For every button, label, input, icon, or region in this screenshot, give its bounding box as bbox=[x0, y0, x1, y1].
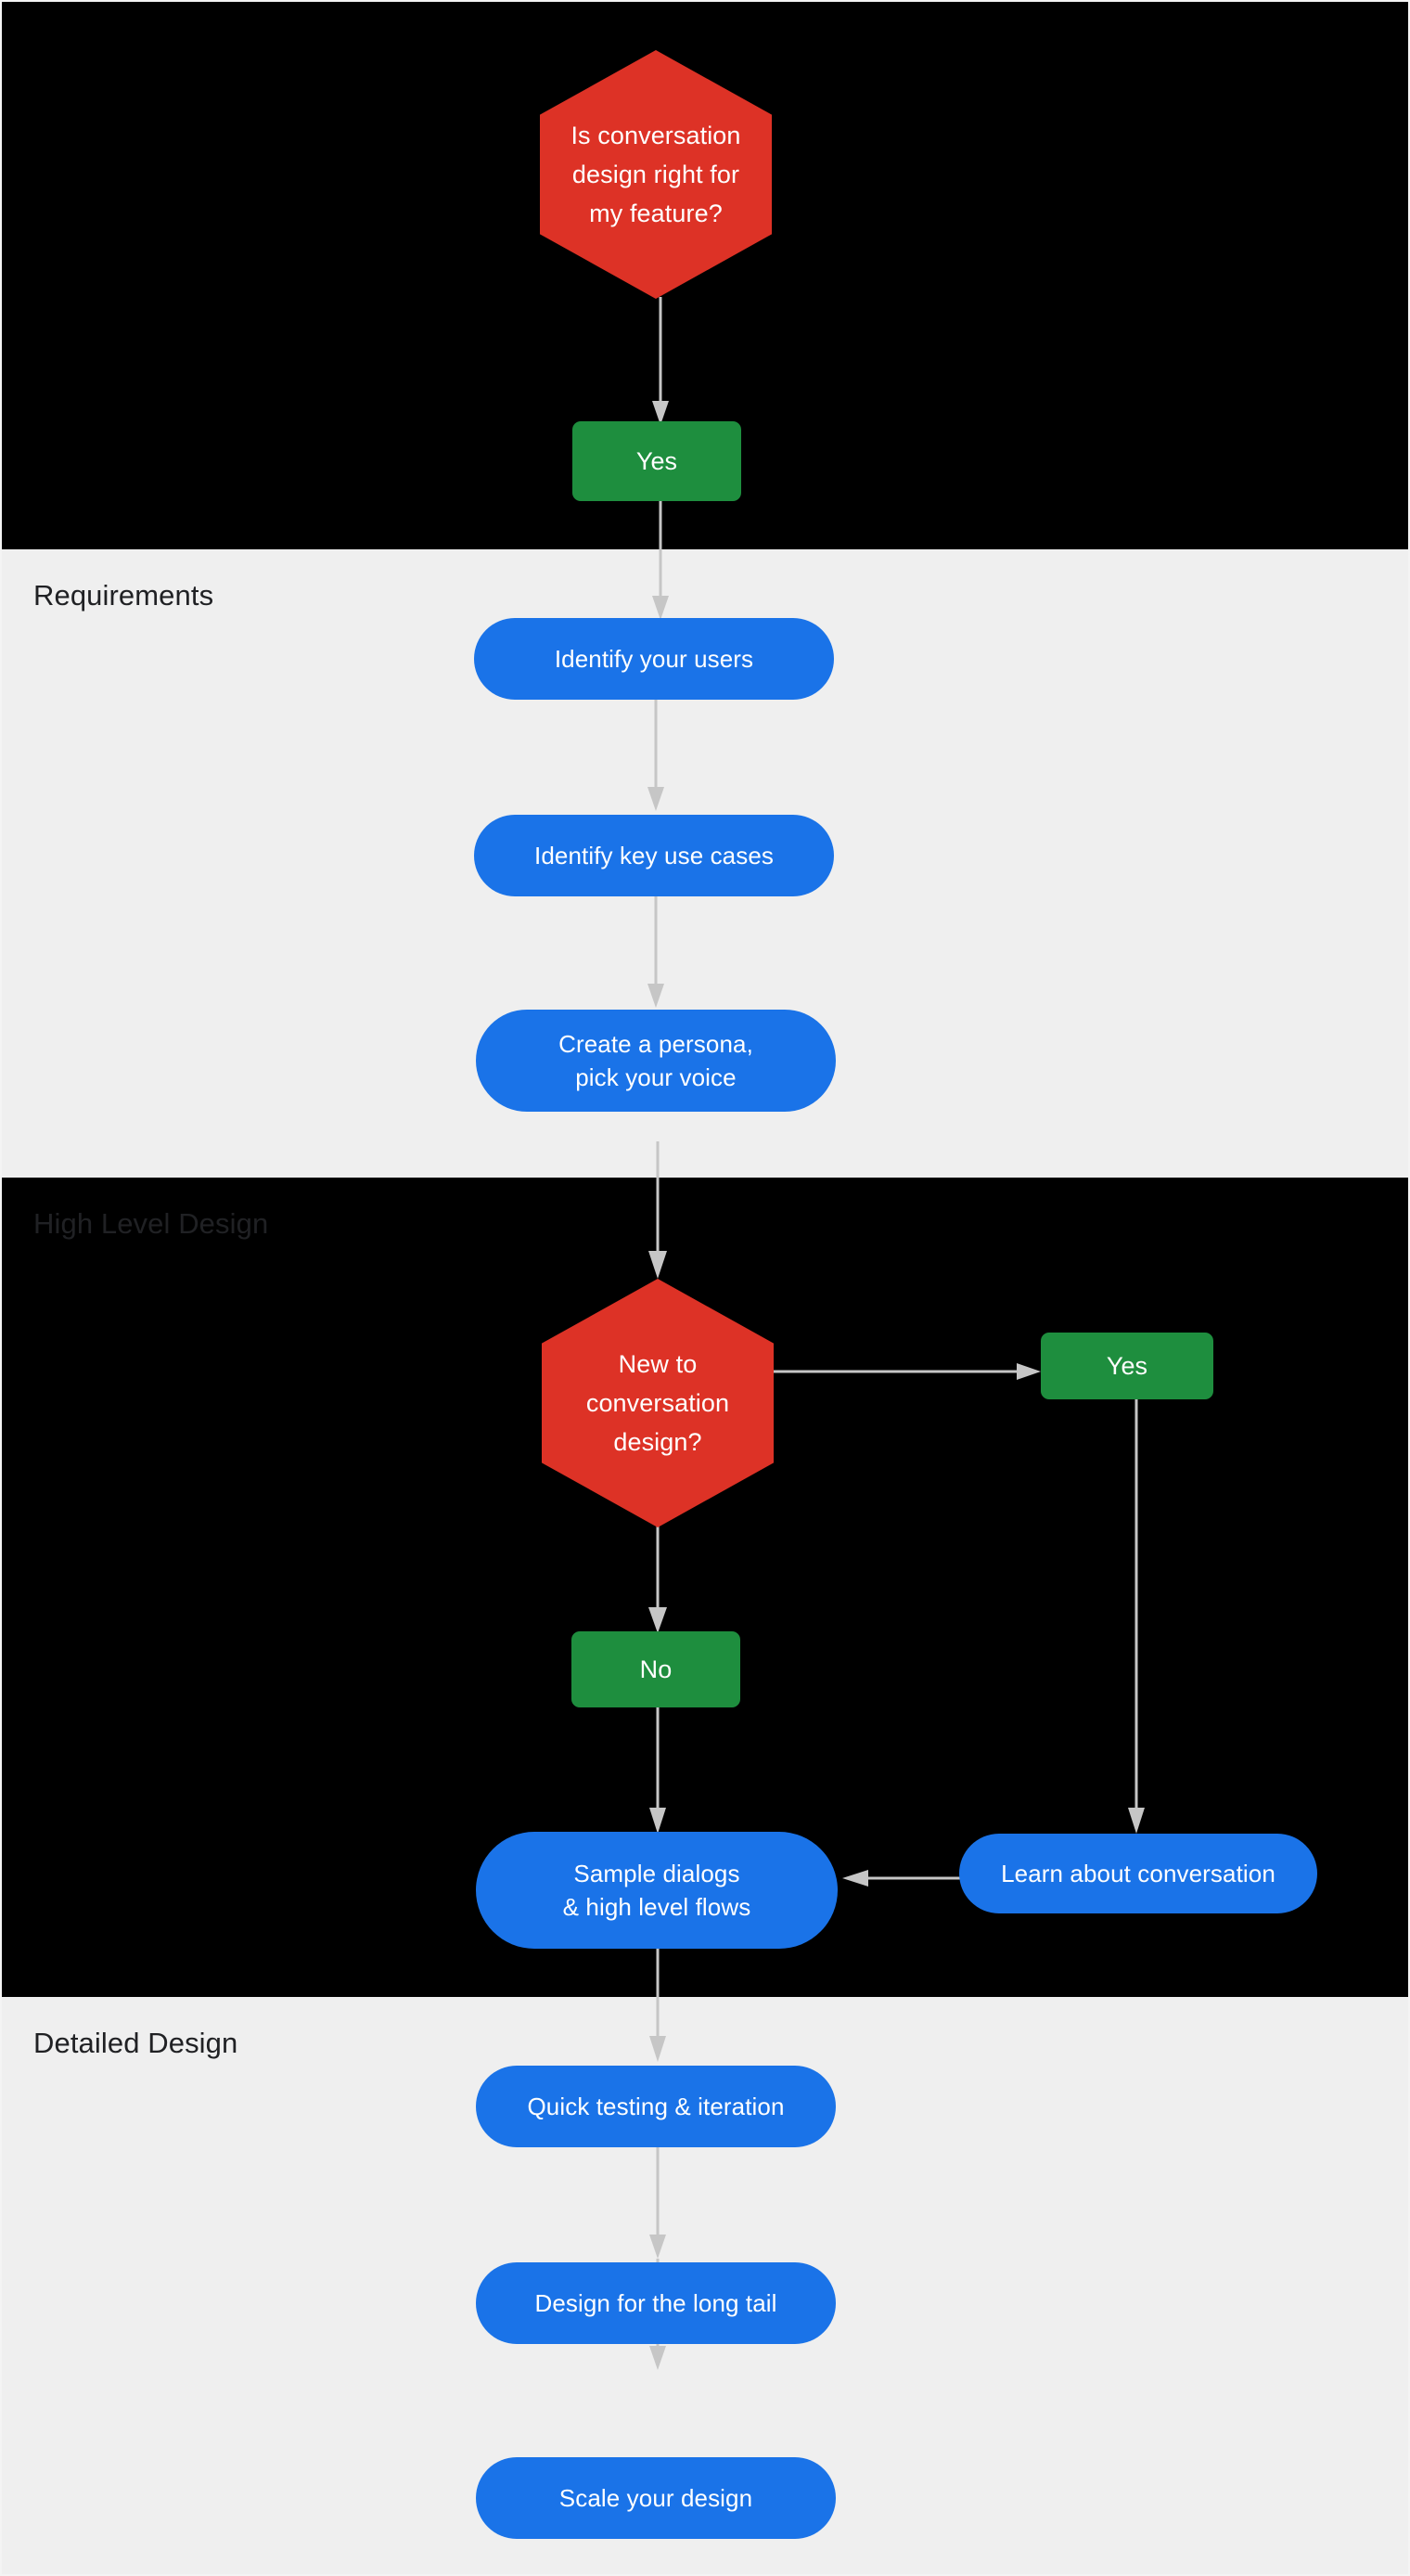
step-label: Design for the long tail bbox=[534, 2289, 777, 2317]
answer-yes-feature[interactable]: Yes bbox=[572, 421, 741, 501]
decision-label: New to conversation design? bbox=[585, 1350, 730, 1456]
answer-label: Yes bbox=[635, 447, 678, 475]
answer-yes-new-to-cd[interactable]: Yes bbox=[1041, 1333, 1213, 1399]
answer-label: No bbox=[639, 1655, 673, 1683]
step-design-for-the-long-tail[interactable]: Design for the long tail bbox=[476, 2262, 836, 2344]
step-label: Quick testing & iteration bbox=[527, 2093, 785, 2120]
step-label: Scale your design bbox=[558, 2484, 753, 2512]
answer-no-new-to-cd[interactable]: No bbox=[571, 1631, 740, 1707]
section-label-high-level-design: High Level Design bbox=[33, 1207, 269, 1240]
step-label: Create a persona, pick your voice bbox=[558, 1030, 753, 1091]
step-identify-key-use-cases[interactable]: Identify key use cases bbox=[474, 815, 834, 896]
step-create-persona-pick-voice[interactable]: Create a persona, pick your voice bbox=[476, 1010, 836, 1112]
step-quick-testing-iteration[interactable]: Quick testing & iteration bbox=[476, 2066, 836, 2147]
step-scale-your-design[interactable]: Scale your design bbox=[476, 2457, 836, 2539]
step-identify-your-users[interactable]: Identify your users bbox=[474, 618, 834, 700]
decision-label: Is conversation design right for my feat… bbox=[570, 122, 741, 227]
section-label-requirements: Requirements bbox=[33, 579, 214, 612]
step-sample-dialogs-high-level-flows[interactable]: Sample dialogs & high level flows bbox=[476, 1832, 838, 1949]
step-label: Sample dialogs & high level flows bbox=[562, 1860, 751, 1921]
step-label: Identify key use cases bbox=[534, 842, 774, 869]
step-label: Identify your users bbox=[554, 645, 754, 673]
answer-label: Yes bbox=[1106, 1352, 1148, 1380]
section-label-detailed-design: Detailed Design bbox=[33, 2027, 238, 2059]
step-learn-about-conversation[interactable]: Learn about conversation bbox=[959, 1834, 1317, 1913]
step-label: Learn about conversation bbox=[1001, 1860, 1275, 1887]
